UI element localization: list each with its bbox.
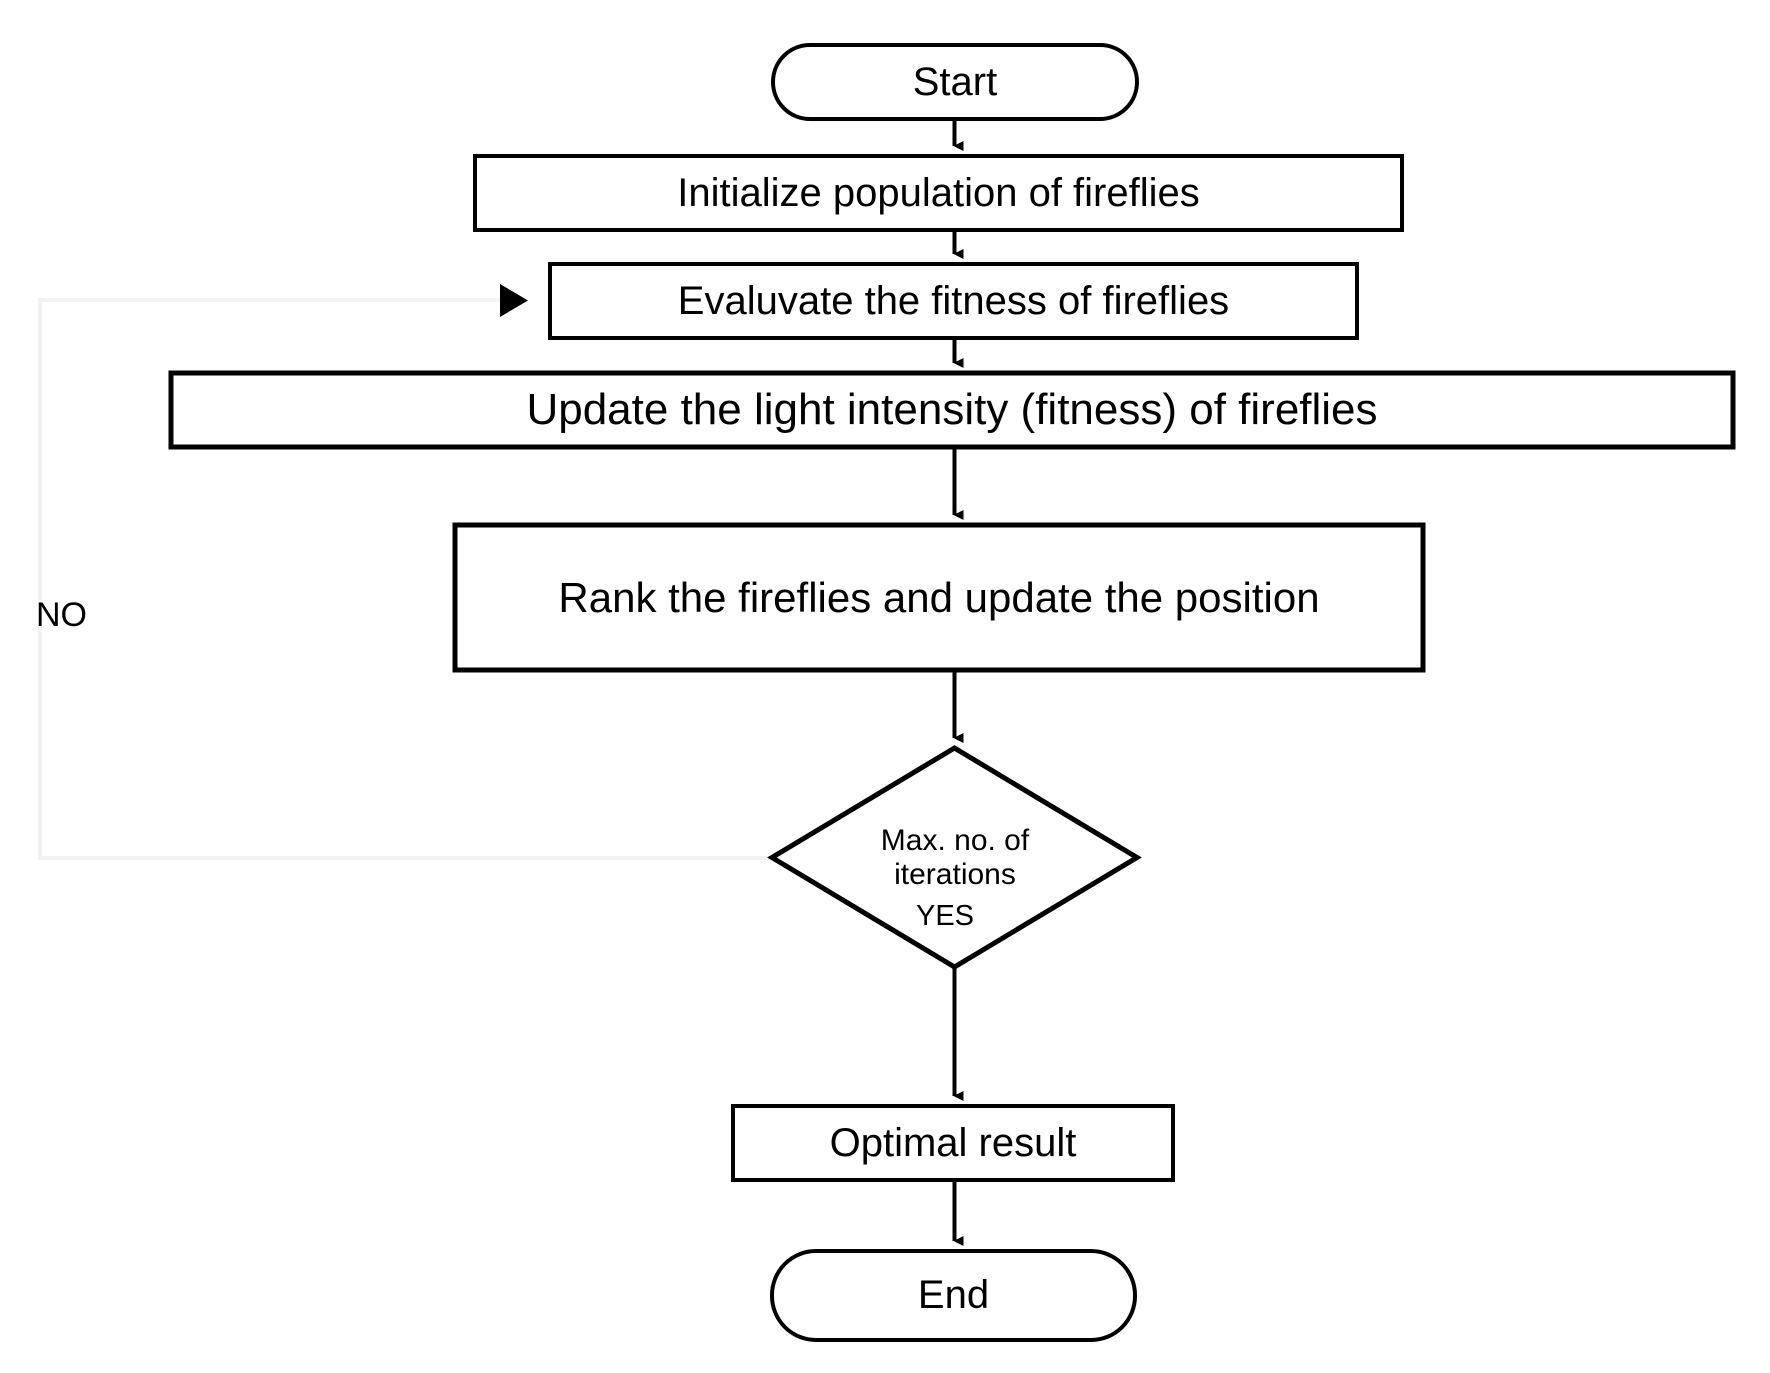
node-update[interactable]: [168, 370, 1736, 450]
edge-label-yes: YES: [916, 900, 975, 932]
edge-decision-no-feedback: [38, 298, 772, 860]
node-decision[interactable]: [767, 745, 1142, 970]
node-optimal[interactable]: [731, 1104, 1175, 1182]
feedback-arrowhead-icon: [500, 284, 528, 317]
node-rank[interactable]: [452, 522, 1426, 673]
edge-label-no: NO: [36, 596, 87, 634]
node-init[interactable]: [473, 154, 1404, 232]
node-end[interactable]: [770, 1249, 1137, 1342]
node-evaluate[interactable]: [548, 262, 1359, 340]
node-start[interactable]: [771, 43, 1139, 121]
